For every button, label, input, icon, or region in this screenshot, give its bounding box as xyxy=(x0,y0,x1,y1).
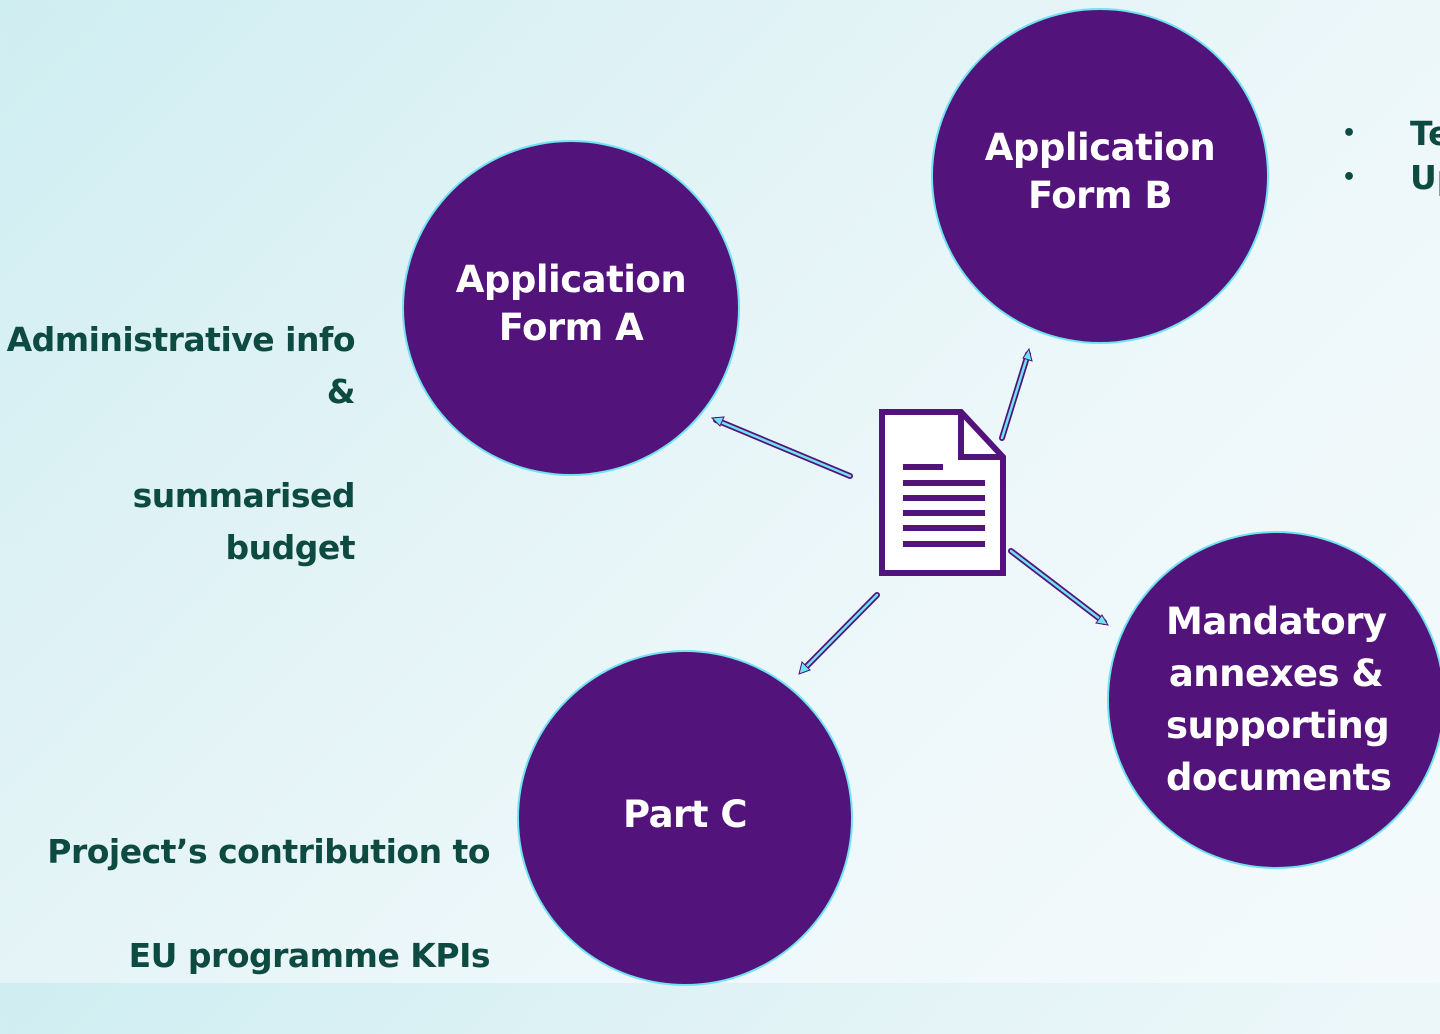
node-label-line: annexes & xyxy=(1168,652,1384,695)
connector-layer xyxy=(710,347,1109,675)
annotation-line: summarised budget xyxy=(132,476,356,567)
arrow-to-part-c xyxy=(798,592,880,675)
node-label-line: supporting xyxy=(1166,704,1390,747)
bullet-dot: • xyxy=(1342,165,1357,190)
arrow-to-annexes xyxy=(1008,548,1109,626)
annotation-line: Administrative info & xyxy=(6,320,356,411)
node-label-line: Application xyxy=(455,258,687,301)
bullet-text: Te xyxy=(1410,114,1440,153)
node-label-line: documents xyxy=(1166,756,1392,799)
node-label-line: Application xyxy=(984,126,1216,169)
node-application-form-b: Application Form B xyxy=(931,8,1269,344)
node-label-line: Mandatory xyxy=(1166,600,1387,643)
node-mandatory-annexes: Mandatory annexes & supporting documents xyxy=(1107,531,1440,869)
node-part-c: Part C xyxy=(517,650,853,986)
node-application-form-a: Application Form A xyxy=(402,140,740,476)
annotation-line: EU programme KPIs xyxy=(128,936,491,975)
annotation-form-a: Administrative info & summarised budget xyxy=(0,262,356,626)
bullet-text: Up xyxy=(1410,158,1440,197)
arrow-to-form-b xyxy=(999,347,1033,441)
node-label-line: Form B xyxy=(1027,174,1173,217)
node-label-line: Form A xyxy=(498,306,644,349)
arrow-to-form-a xyxy=(710,416,853,479)
annotation-part-c: Project’s contribution to EU programme K… xyxy=(47,774,490,1034)
bullet-item: • Up xyxy=(1342,156,1440,200)
bullet-item: • Te xyxy=(1342,112,1440,156)
document-icon xyxy=(879,409,1006,576)
node-label-line: Part C xyxy=(622,793,748,836)
bullet-dot: • xyxy=(1342,121,1357,146)
annotation-form-b-bullets: • Te • Up xyxy=(1342,112,1440,200)
annotation-line: Project’s contribution to xyxy=(47,832,490,871)
